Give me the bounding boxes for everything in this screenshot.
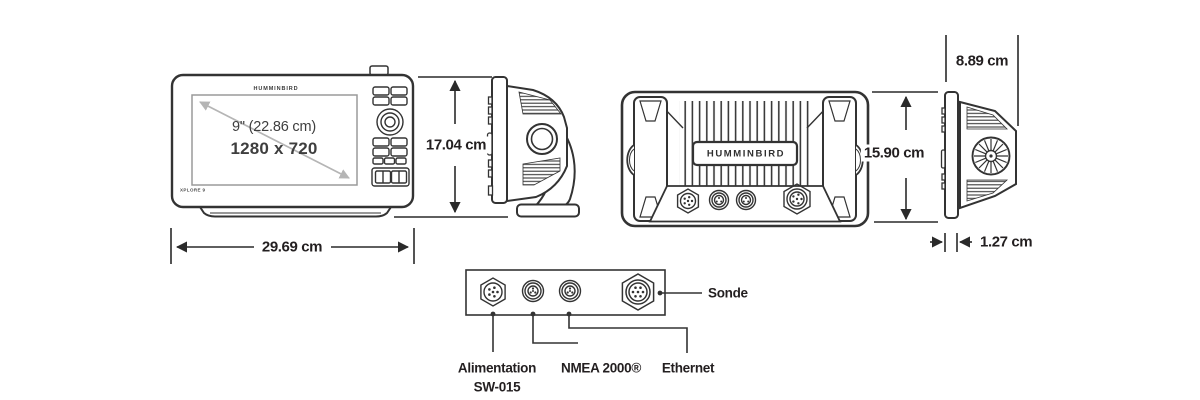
fan-spokes — [974, 139, 1008, 173]
back-brand-badge: HUMMINBIRD — [706, 148, 786, 159]
model-label: XPLORE 9 — [180, 187, 206, 193]
side-buttons — [486, 96, 494, 196]
right-side-view-drawing — [940, 91, 1017, 219]
side-view-drawing — [486, 76, 580, 218]
transducer-connector-icon — [621, 273, 655, 311]
front-brand-logo: HUMMINBIRD — [253, 86, 299, 92]
front-view-drawing — [170, 65, 415, 218]
nmea-connector-icon — [521, 279, 545, 303]
dimension-lines — [170, 35, 1019, 264]
dimension-front-width: 29.69 cm — [258, 238, 326, 256]
power-connector-icon — [480, 277, 506, 307]
dimension-depth: 8.89 cm — [952, 52, 1012, 70]
dimension-back-height: 15.90 cm — [860, 144, 928, 162]
dimension-panel-depth: 1.27 cm — [977, 233, 1036, 251]
power-model-label: SW-015 — [473, 379, 521, 395]
leader-lines — [490, 290, 702, 353]
connector-panel-drawing — [465, 269, 702, 353]
back-connectors — [676, 183, 811, 215]
back-view-drawing — [620, 90, 870, 228]
ethernet-label: Ethernet — [661, 360, 715, 376]
screen-resolution-label: 1280 x 720 — [230, 139, 318, 158]
right-side-buttons — [940, 107, 946, 190]
nmea-label: NMEA 2000® — [561, 360, 641, 376]
dimension-front-height: 17.04 cm — [422, 136, 490, 154]
ethernet-connector-icon — [558, 279, 582, 303]
transducer-label: Sonde — [708, 285, 748, 301]
power-label: Alimentation — [457, 360, 537, 376]
keypad-drawing — [371, 86, 410, 187]
screen-diagonal-label: 9" (22.86 cm) — [232, 119, 316, 135]
